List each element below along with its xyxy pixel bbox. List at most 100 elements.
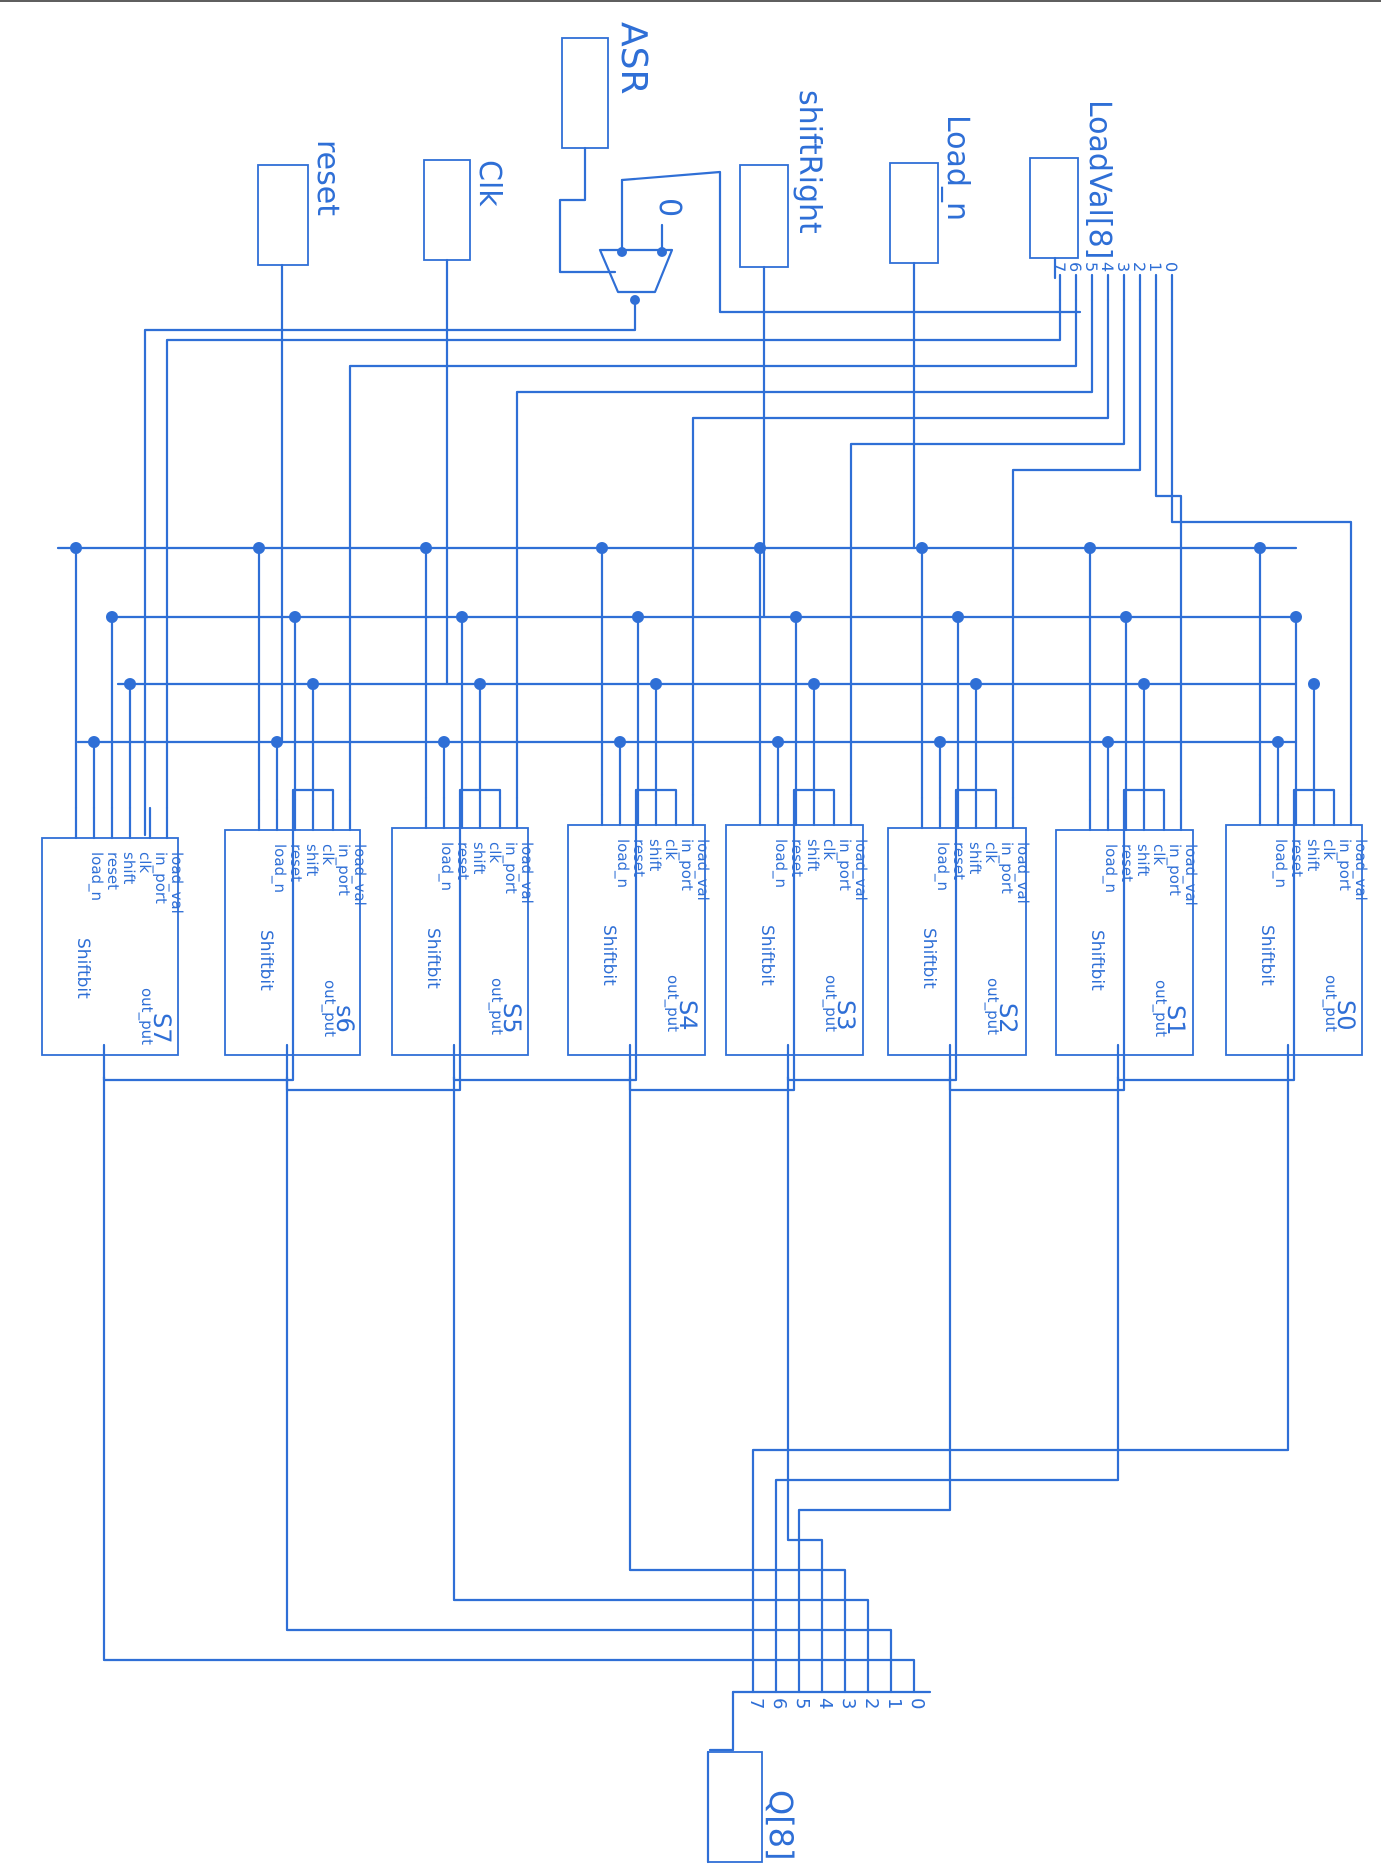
junction-dot — [438, 736, 450, 748]
pin-label-load-n: load_n — [437, 842, 456, 891]
junction-dot — [1120, 611, 1132, 623]
pin-label-reset: reset — [1288, 839, 1306, 877]
pin-label-shift: shift — [1134, 844, 1152, 877]
out-pin-label: out_put — [1151, 980, 1170, 1037]
pin-label-shift: shift — [120, 852, 138, 885]
load-n-input: Load_n — [889, 115, 975, 264]
svg-text:shiftRight: shiftRight — [792, 90, 827, 234]
junction-dot — [934, 736, 946, 748]
pin-label-load-n: load_n — [1271, 839, 1290, 888]
out-pin-label: out_put — [487, 978, 506, 1035]
junction-dot — [1102, 736, 1114, 748]
bus-in-bit-6: 6 — [1066, 262, 1085, 272]
control-lines — [56, 258, 1320, 810]
loadval-input: LoadVal[8] — [1029, 100, 1117, 259]
pin-label-clk: clk — [662, 839, 680, 860]
pin-label-shift: shift — [804, 839, 822, 872]
pin-label-clk: clk — [486, 842, 504, 863]
junction-dot — [253, 542, 265, 554]
svg-text:Q[8]: Q[8] — [762, 1790, 800, 1861]
cell-label: S2 — [994, 1003, 1022, 1034]
junction-dot — [1272, 736, 1284, 748]
bus-in-bit-5: 5 — [1082, 262, 1101, 272]
loadval-bit-1 — [1154, 298, 1183, 802]
junction-dot — [456, 611, 468, 623]
svg-text:reset: reset — [310, 140, 345, 216]
junction-dot — [808, 678, 820, 690]
bus-out-bit-3: 3 — [838, 1698, 859, 1709]
pin-label-reset: reset — [630, 839, 648, 877]
q-bit-s2 — [797, 1075, 952, 1694]
pin-label-shift: shift — [1304, 839, 1322, 872]
module-name: Shiftbit — [919, 928, 939, 989]
pin-label-clk: clk — [1150, 844, 1168, 865]
reset-input: reset — [257, 140, 345, 266]
junction-dot — [650, 678, 662, 690]
shiftbit-cell-s2: load_valin_portclkshiftresetload_nShiftb… — [887, 796, 1032, 1079]
svg-text:ASR: ASR — [613, 22, 654, 95]
chain-5 — [948, 788, 1166, 1092]
pin-label-load-val: load_val — [851, 839, 870, 901]
pin-label-in-port: in_port — [997, 842, 1016, 894]
pin-label-in-port: in_port — [677, 839, 696, 891]
q-bit-s4 — [628, 1075, 847, 1694]
junction-dot — [614, 736, 626, 748]
pin-label-shift: shift — [470, 842, 488, 875]
pin-label-load-val: load_val — [1181, 844, 1200, 906]
q-bit-s3 — [786, 1075, 824, 1694]
pin-label-in-port: in_port — [835, 839, 854, 891]
out-pin-label: out_put — [663, 975, 682, 1032]
pin-label-in-port: in_port — [334, 844, 353, 896]
cell-label: S4 — [674, 1000, 702, 1031]
shiftbit-cell-s1: load_valin_portclkshiftresetload_nShiftb… — [1055, 798, 1200, 1079]
bus-out-bit-1: 1 — [884, 1698, 905, 1709]
junction-dot — [70, 542, 82, 554]
module-name: Shiftbit — [1087, 930, 1107, 991]
shiftbit-cell-s3: load_valin_portclkshiftresetload_nShiftb… — [725, 793, 870, 1079]
bus-out-bit-7: 7 — [746, 1698, 767, 1709]
cell-label: s6 — [331, 1005, 359, 1033]
loadval-bit-2 — [1011, 298, 1142, 800]
junction-dot — [124, 678, 136, 690]
bus-out-bit-6: 6 — [769, 1698, 790, 1709]
bus-in-bit-1: 1 — [1146, 262, 1165, 272]
cell-label: S7 — [148, 1013, 176, 1044]
pin-label-load-val: load_val — [167, 852, 186, 914]
cell-label: S0 — [1332, 1000, 1360, 1031]
pin-label-reset: reset — [1118, 844, 1136, 882]
q-bit-s6 — [285, 1075, 893, 1694]
svg-text:Clk: Clk — [472, 160, 507, 207]
pin-label-reset: reset — [950, 842, 968, 880]
loadval-bit-6 — [348, 298, 1078, 802]
q-bit-s1 — [774, 1075, 1120, 1694]
cell-label: S5 — [498, 1003, 526, 1034]
out-pin-label: out_put — [983, 978, 1002, 1035]
pin-label-load-n: load_n — [87, 852, 106, 901]
bus-in-bit-3: 3 — [1114, 262, 1133, 272]
asr-mux: 0 — [143, 170, 1082, 837]
svg-text:LoadVal[8]: LoadVal[8] — [1082, 100, 1117, 259]
module-name: Shiftbit — [423, 928, 443, 989]
pin-label-shift: shift — [966, 842, 984, 875]
shiftbit-cells: load_valin_portclkshiftresetload_nShiftb… — [41, 793, 1370, 1079]
out-pin-label: out_put — [320, 980, 339, 1037]
pin-label-reset: reset — [454, 842, 472, 880]
pin-label-shift: shift — [646, 839, 664, 872]
shiftbit-cell-s7: load_valin_portclkshiftresetload_nShiftb… — [41, 806, 186, 1079]
cell-box — [41, 837, 179, 1056]
junction-dot — [772, 736, 784, 748]
bus-out-bit-5: 5 — [792, 1698, 813, 1709]
cell-label: S3 — [832, 1000, 860, 1031]
out-pin-label: out_put — [821, 975, 840, 1032]
pin-label-clk: clk — [982, 842, 1000, 863]
junction-dot — [952, 611, 964, 623]
junction-dot — [106, 611, 118, 623]
junction-dot — [271, 736, 283, 748]
pin-label-load-val: load_val — [517, 842, 536, 904]
shiftbit-cell-s6: load_valin_portclkshiftresetload_nShiftb… — [224, 798, 369, 1079]
junction-dot — [916, 542, 928, 554]
junction-dot — [289, 611, 301, 623]
cell-label: S1 — [1162, 1005, 1190, 1036]
